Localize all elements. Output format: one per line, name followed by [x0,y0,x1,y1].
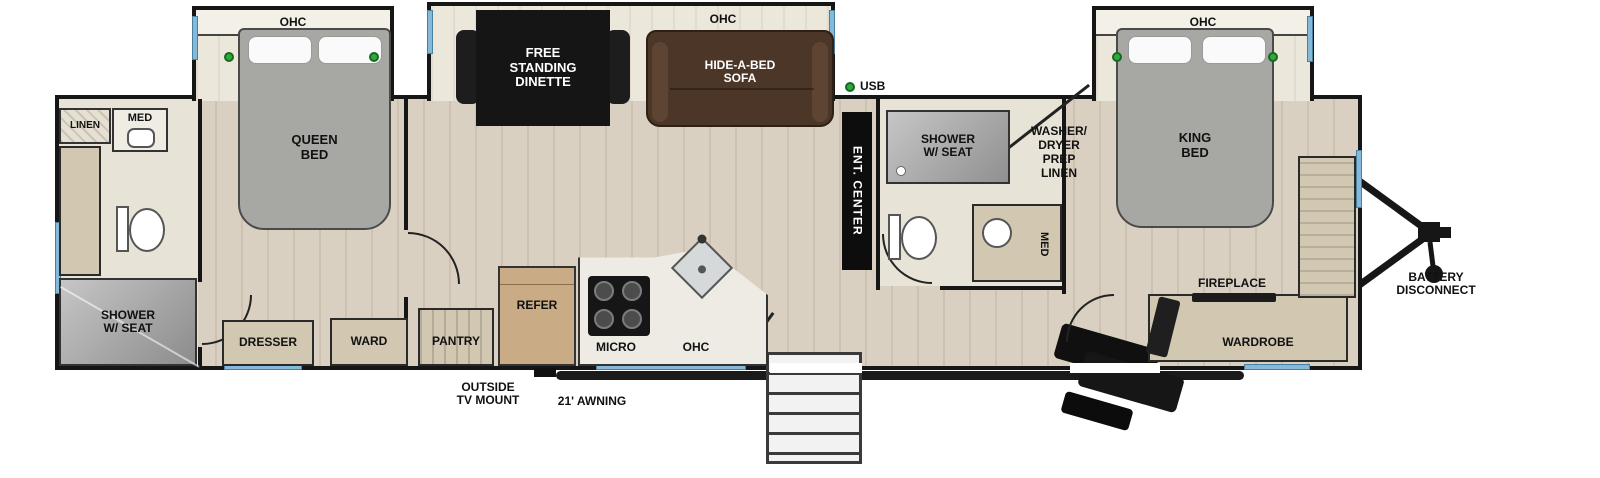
stove-burner [594,309,614,329]
wall [198,347,202,367]
wardrobe-label: WARDROBE [1222,335,1294,350]
pillow [1128,36,1192,64]
queen-bed [238,28,391,230]
window [1307,16,1313,62]
linen-label: LINEN [70,120,100,132]
green-indicator-dot [369,52,379,62]
wall [404,99,408,230]
window [1244,364,1310,370]
sofa-arm [812,42,828,122]
micro-label: MICRO [596,340,636,355]
window [192,16,198,60]
dinette-slide-ohc-label: OHC [709,12,737,27]
dinette-label: FREE STANDING DINETTE [509,45,577,90]
refer-top-line [500,284,574,285]
green-indicator-dot [1112,52,1122,62]
king-bed-label: KING BED [1178,130,1212,160]
window [1356,150,1362,208]
green-indicator-dot [1268,52,1278,62]
dresser-label: DRESSER [238,335,297,350]
entry-door-opening [1070,363,1160,373]
sink-fixture [127,128,155,148]
ent-center-label: ENT. CENTER [850,146,865,236]
mid-shower-label: SHOWER W/ SEAT [921,131,975,159]
sofa-arm [652,42,668,122]
window [427,10,433,54]
outside-tv-mount-label: OUTSIDE TV MOUNT [456,379,520,407]
dinette-chair [606,30,630,104]
med-label: MED [127,111,153,124]
wall [1062,99,1066,294]
shower-head-dot [896,166,906,176]
king-bed [1116,28,1274,228]
hide-a-bed-sofa [646,30,834,127]
queen-ohc-label: OHC [279,15,307,29]
linen-cabinet [59,108,111,144]
tv-mount-bracket [534,368,556,377]
sink-drain [696,263,708,276]
refer-label: REFER [516,298,558,313]
wall [940,286,1066,290]
stove-burner [622,309,642,329]
pantry-label: PANTRY [432,334,480,349]
usb-indicator-dot [845,82,855,92]
refrigerator [498,266,576,366]
awning-bar [556,371,1244,380]
sofa-label: HIDE-A-BED SOFA [704,57,776,85]
battery-disconnect-label: BATTERY DISCONNECT [1396,269,1476,297]
stove-burner [594,281,614,301]
fireplace-label: FIREPLACE [1197,276,1266,291]
mid-shower [886,110,1010,184]
entertainment-center [842,112,872,270]
stove-burner [622,281,642,301]
toilet-fixture [888,214,901,260]
sink-fixture [982,218,1012,248]
usb-label: USB [860,78,886,93]
stove-cooktop [588,276,650,336]
pantry [418,308,494,366]
ward-label: WARD [350,334,388,349]
hitch-a-frame [1358,177,1451,289]
pillow [248,36,312,64]
green-indicator-dot [224,52,234,62]
toilet-fixture [116,206,129,252]
rear-shower-label: SHOWER W/ SEAT [101,307,155,335]
wall [198,99,202,282]
pillow [1202,36,1266,64]
dinette-table [476,10,610,126]
bath-vanity [59,146,101,276]
toilet-fixture [129,208,165,252]
fireplace-insert [1192,293,1276,302]
queen-bed-label: QUEEN BED [291,132,338,162]
sofa-seam [670,88,814,90]
entry-door-opening [770,363,862,373]
washer-dryer-label: WASHER/ DRYER PREP LINEN [1030,124,1087,180]
awning-label: 21' AWNING [557,394,627,409]
front-closet [1298,156,1356,298]
king-ohc-label: OHC [1189,15,1217,29]
mid-med-label: MED [1038,231,1051,257]
kitchen-ohc-label: OHC [682,340,710,355]
toilet-fixture [901,216,937,260]
wardrobe-rear [330,318,408,366]
wall [876,99,880,290]
dresser [222,320,314,366]
rear-shower [59,278,200,368]
